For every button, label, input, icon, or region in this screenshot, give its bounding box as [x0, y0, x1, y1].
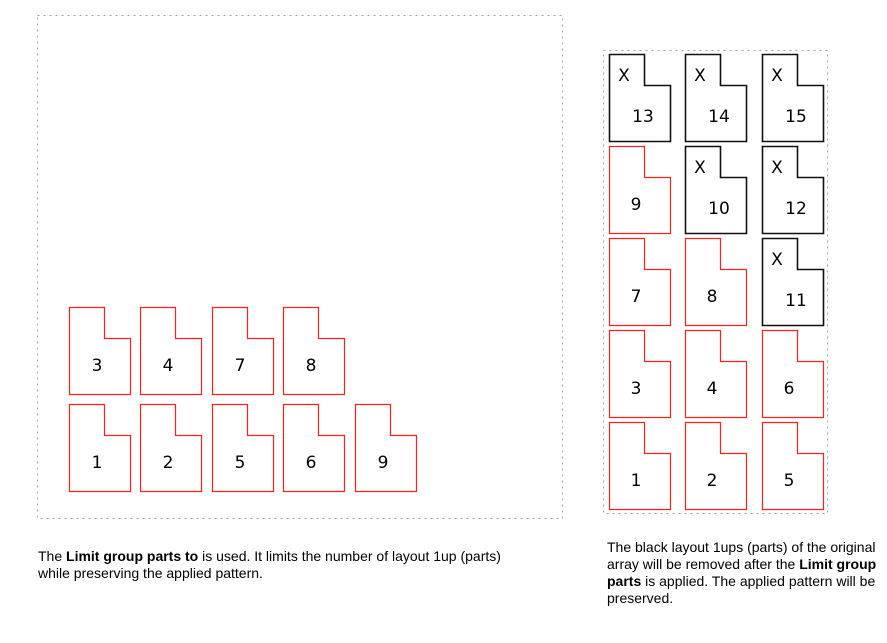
part-kept: 5: [211, 403, 275, 493]
part-removed: X 14: [684, 53, 748, 143]
part-outline: [68, 403, 132, 493]
part-outline: [761, 53, 825, 143]
part-outline: [608, 329, 672, 419]
part-label: 8: [707, 287, 718, 307]
removed-x-mark: X: [771, 66, 783, 86]
part-label: 1: [92, 453, 103, 473]
part-outline: [684, 329, 748, 419]
part-kept: 4: [139, 306, 203, 396]
part-outline: [608, 237, 672, 327]
part-kept: 3: [68, 306, 132, 396]
caption-text: is used. It limits the number of layout …: [38, 548, 501, 581]
removed-x-mark: X: [694, 66, 706, 86]
removed-x-mark: X: [618, 66, 630, 86]
part-kept: 3: [608, 329, 672, 419]
part-removed: X 11: [761, 237, 825, 327]
part-label: 7: [235, 356, 246, 376]
part-label: 14: [708, 107, 730, 127]
caption-text: The: [38, 548, 67, 564]
part-removed: X 10: [684, 145, 748, 235]
part-outline: [684, 53, 748, 143]
part-label: 9: [378, 453, 389, 473]
part-label: 3: [631, 379, 642, 399]
part-kept: 4: [684, 329, 748, 419]
part-outline: [282, 403, 346, 493]
part-label: 12: [785, 199, 807, 219]
part-kept: 9: [354, 403, 418, 493]
right-caption: The black layout 1ups (parts) of the ori…: [607, 539, 877, 607]
right-sheet-boundary: [603, 50, 828, 514]
part-label: 8: [306, 356, 317, 376]
part-outline: [684, 145, 748, 235]
part-outline: [211, 306, 275, 396]
part-outline: [211, 403, 275, 493]
part-label: 1: [631, 471, 642, 491]
part-outline: [139, 306, 203, 396]
part-label: 3: [92, 356, 103, 376]
part-outline: [761, 421, 825, 511]
part-kept: 7: [211, 306, 275, 396]
part-outline: [761, 237, 825, 327]
left-sheet-boundary: [37, 15, 563, 519]
part-label: 10: [708, 199, 730, 219]
caption-text: is applied. The applied pattern will be …: [607, 573, 876, 606]
part-outline: [608, 421, 672, 511]
part-outline: [608, 145, 672, 235]
part-label: 5: [784, 471, 795, 491]
part-kept: 2: [139, 403, 203, 493]
removed-x-mark: X: [771, 250, 783, 270]
part-label: 6: [784, 379, 795, 399]
part-kept: 6: [761, 329, 825, 419]
part-label: 4: [163, 356, 174, 376]
part-outline: [684, 421, 748, 511]
part-outline: [761, 329, 825, 419]
part-outline: [282, 306, 346, 396]
part-label: 6: [306, 453, 317, 473]
part-label: 2: [163, 453, 174, 473]
left-parts-group: 3 4 7 8 1 2 5 6 9: [68, 306, 418, 493]
removed-x-mark: X: [694, 158, 706, 178]
part-outline: [68, 306, 132, 396]
part-removed: X 12: [761, 145, 825, 235]
part-removed: X 15: [761, 53, 825, 143]
part-outline: [139, 403, 203, 493]
part-kept: 1: [68, 403, 132, 493]
part-kept: 1: [608, 421, 672, 511]
part-label: 4: [707, 379, 718, 399]
caption-text: The black layout 1ups (parts) of the ori…: [607, 539, 876, 572]
part-kept: 8: [684, 237, 748, 327]
part-label: 15: [785, 107, 807, 127]
part-kept: 6: [282, 403, 346, 493]
part-kept: 7: [608, 237, 672, 327]
left-caption: The Limit group parts to is used. It lim…: [38, 548, 518, 582]
part-removed: X 13: [608, 53, 672, 143]
part-kept: 2: [684, 421, 748, 511]
part-kept: 5: [761, 421, 825, 511]
part-kept: 9: [608, 145, 672, 235]
part-label: 13: [632, 107, 654, 127]
part-label: 9: [631, 195, 642, 215]
removed-x-mark: X: [771, 158, 783, 178]
part-label: 5: [235, 453, 246, 473]
part-kept: 8: [282, 306, 346, 396]
part-outline: [608, 53, 672, 143]
part-outline: [684, 237, 748, 327]
caption-bold-term: Limit group parts to: [66, 548, 199, 564]
caption-bold-term: Limit group parts: [607, 556, 877, 589]
part-label: 2: [707, 471, 718, 491]
part-label: 11: [785, 291, 807, 311]
part-outline: [761, 145, 825, 235]
part-outline: [354, 403, 418, 493]
part-label: 7: [631, 287, 642, 307]
